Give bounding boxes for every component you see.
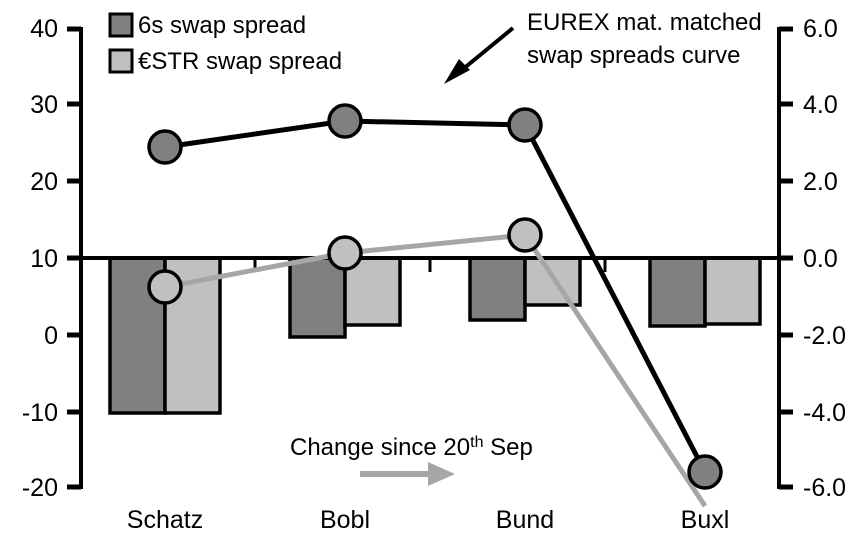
eurex-annotation-arrow-icon [444,26,515,84]
left-axis: 40 30 20 10 0 -10 -20 [22,15,83,502]
estr-curve-marker-schatz [147,269,183,305]
category-axis-labels: Schatz Bobl Bund Buxl [127,506,730,534]
left-axis-tick-neg10: -10 [22,399,58,427]
left-axis-tick-0: 0 [44,322,58,350]
left-axis-tick-40: 40 [30,15,58,43]
change-since-label: Change since 20th Sep [290,434,533,461]
right-axis-tick-0: 0.0 [803,245,838,273]
estr-curve-marker-bobl [327,235,363,271]
left-axis-tick-20: 20 [30,168,58,196]
left-axis-tick-30: 30 [30,91,58,119]
eurex-curve-marker-bobl [327,103,363,139]
eurex-curve-annotation: EUREX mat. matched swap spreads curve [444,9,762,84]
right-axis-tick-neg4: -4.0 [803,399,846,427]
legend-swatch-estr [108,48,134,74]
category-label-bobl: Bobl [320,506,370,534]
eurex-curve-marker-schatz [147,129,183,165]
bar-buxl-6s [648,256,707,328]
change-since-sup: th [470,434,483,451]
category-label-schatz: Schatz [127,506,203,534]
change-since-arrow-icon [360,462,455,486]
estr-curve-line [164,232,708,508]
change-since-main: Change since 20 [290,434,470,461]
right-axis-tick-2: 2.0 [803,168,838,196]
estr-curve-marker-bund [507,217,543,253]
left-axis-tick-neg20: -20 [22,474,58,502]
right-axis-tick-4: 4.0 [803,91,838,119]
eurex-curve-marker-bund [507,107,543,143]
bar-bobl-6s [288,256,347,339]
legend-label-6s: 6s swap spread [138,12,306,39]
legend-swatch-6s [108,12,134,38]
legend-label-estr: €STR swap spread [138,48,342,75]
bar-bund-6s [468,256,527,322]
left-axis-tick-10: 10 [30,245,58,273]
right-axis-tick-neg2: -2.0 [803,322,846,350]
change-since-tail: Sep [483,434,532,461]
chart-legend: 6s swap spread €STR swap spread [108,12,342,75]
estr-curve-series [147,217,708,508]
eurex-curve-series [147,103,723,490]
right-axis-tick-6: 6.0 [803,15,838,43]
eurex-curve-line [164,118,708,474]
eurex-annotation-line1: EUREX mat. matched [527,9,762,36]
right-axis-tick-neg6: -6.0 [803,474,846,502]
bar-bobl-estr [343,256,402,327]
category-label-bund: Bund [496,506,554,534]
bar-bund-estr [523,256,582,307]
eurex-curve-marker-buxl [687,454,723,490]
eurex-annotation-line2: swap spreads curve [527,42,740,69]
bar-buxl-estr [703,256,762,326]
category-label-buxl: Buxl [681,506,730,534]
change-since-annotation: Change since 20th Sep [290,434,533,486]
